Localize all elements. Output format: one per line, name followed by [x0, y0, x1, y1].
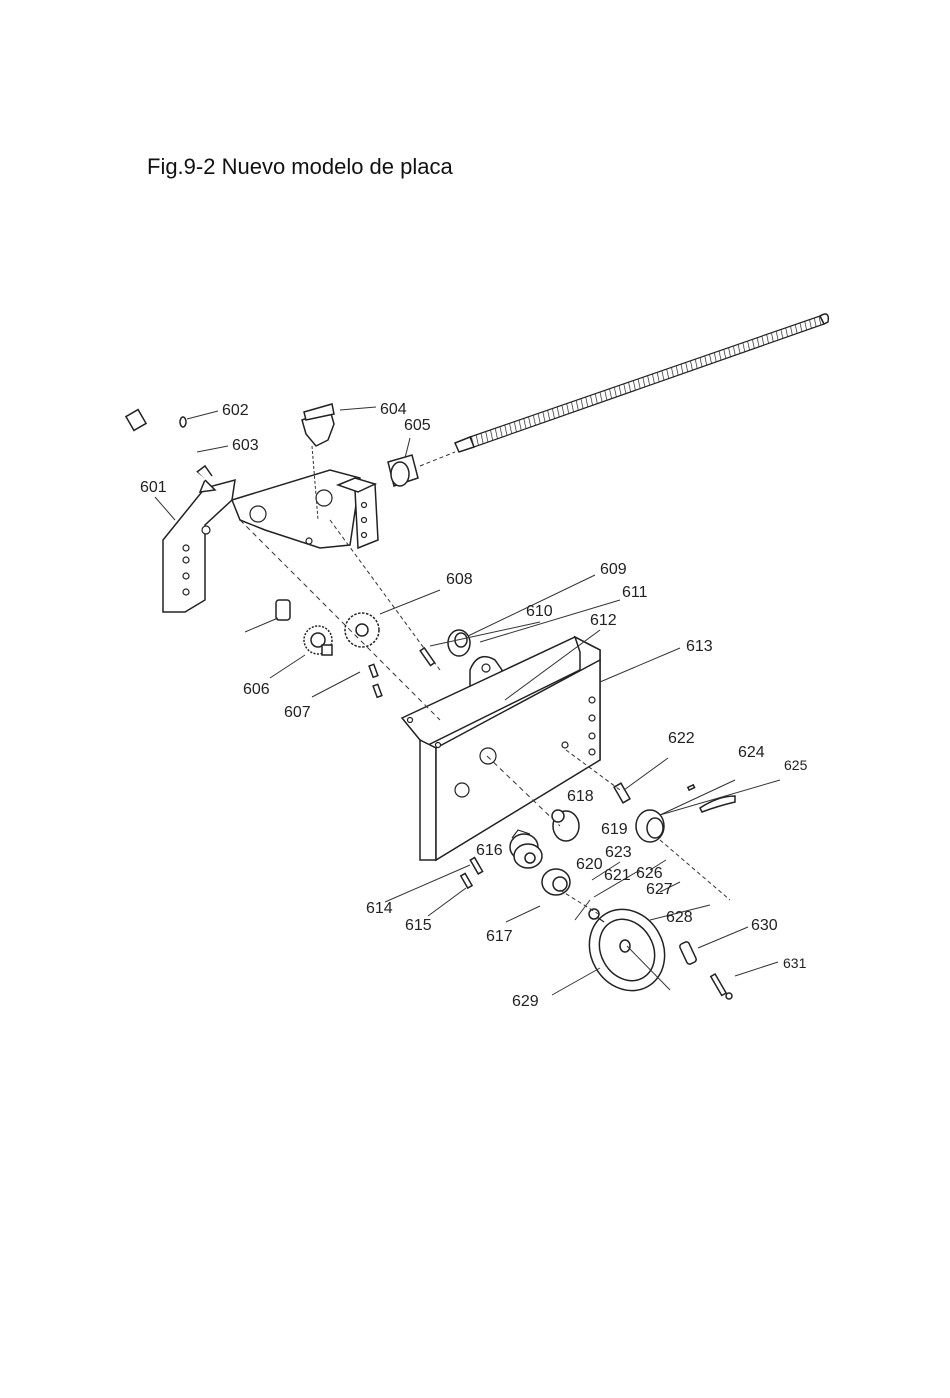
- part-label: 604: [380, 401, 407, 418]
- part-label: 602: [222, 402, 249, 419]
- part-label: 630: [751, 917, 778, 934]
- part-label: 613: [686, 638, 713, 655]
- part-label: 607: [284, 704, 311, 721]
- knob-618: [552, 810, 579, 841]
- part-label: 619: [601, 821, 628, 838]
- cap-609: [448, 630, 470, 656]
- collar-620: [542, 869, 570, 895]
- part-label: 614: [366, 900, 393, 917]
- handwheel-629: [575, 896, 679, 1005]
- part-label: 629: [512, 993, 539, 1010]
- bolt-603: [126, 410, 205, 480]
- pins-630-631: [679, 941, 732, 999]
- part-label: 603: [232, 437, 259, 454]
- part-label: 609: [600, 561, 627, 578]
- part-label: 627: [646, 881, 673, 898]
- part-label: 605: [404, 417, 431, 434]
- part-label: 631: [783, 955, 807, 971]
- part-label: 617: [486, 928, 513, 945]
- part-label: 626: [636, 865, 663, 882]
- part-label: 618: [567, 788, 594, 805]
- part-label: 620: [576, 856, 603, 873]
- handle-624-625: [636, 785, 735, 842]
- part-label: 623: [605, 844, 632, 861]
- part-label: 615: [405, 917, 432, 934]
- part-label: 606: [243, 681, 270, 698]
- pins-614-615: [461, 858, 483, 888]
- part-label: 611: [622, 584, 648, 601]
- part-label: 601: [140, 479, 167, 496]
- part-label: 622: [668, 730, 695, 747]
- part-label: 608: [446, 571, 473, 588]
- part-label: 624: [738, 744, 765, 761]
- part-label: 616: [476, 842, 503, 859]
- bushing-605: [388, 452, 455, 486]
- part-label: 610: [526, 603, 553, 620]
- bracket-601: [163, 466, 378, 612]
- part-label: 628: [666, 909, 693, 926]
- part-label: 621: [604, 867, 631, 884]
- pin-622: [614, 783, 630, 803]
- part-label: 625: [784, 757, 808, 773]
- part-label: 612: [590, 612, 617, 629]
- collar-616: [510, 830, 542, 868]
- lead-screw: [455, 314, 828, 452]
